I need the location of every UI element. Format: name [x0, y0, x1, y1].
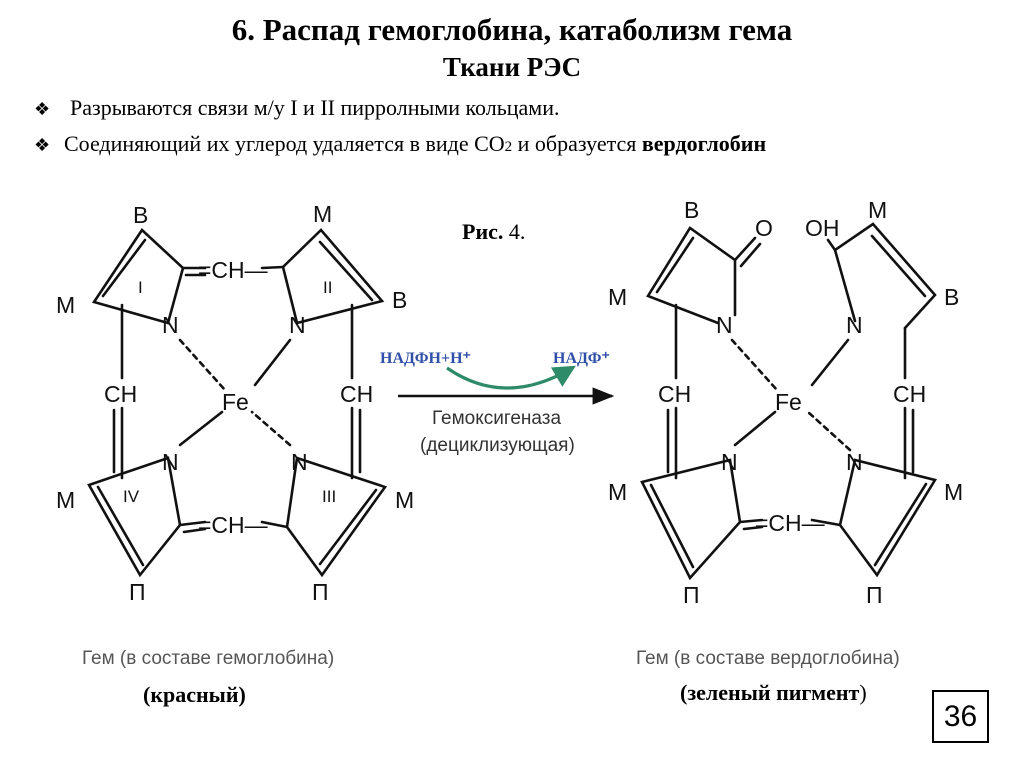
label-fe: Fe	[775, 389, 802, 415]
heme-caption: Гем (в составе гемоглобина)	[82, 648, 335, 669]
label-n4: N	[162, 449, 179, 475]
label-m-left-low: M	[56, 487, 75, 513]
label-b-right: B	[944, 284, 959, 310]
ring-ii-double-bond	[318, 240, 374, 302]
ring-iii	[285, 456, 388, 578]
diamond-bullet-icon: ❖	[34, 99, 51, 119]
verdoheme-caption: Гем (в составе вердоглобина)	[636, 648, 900, 669]
slide-title: 6. Распад гемоглобина, катаболизм гема	[231, 12, 793, 47]
label-p-left: П	[129, 579, 146, 605]
label-m-left: M	[56, 292, 75, 318]
page-number: 36	[932, 690, 989, 743]
verdoheme-color-label: (зеленый пигмент)	[680, 680, 867, 706]
verdoheme-structure	[640, 222, 938, 581]
heme-color-label: (красный)	[143, 682, 246, 707]
curved-arrow	[446, 365, 576, 390]
ring-label-i: I	[138, 278, 143, 297]
bullet-1: ❖ Разрываются связи м/у I и II пирролными…	[34, 95, 560, 121]
label-n2: N	[289, 312, 306, 338]
label-ch-left: CH	[658, 381, 691, 407]
ring-i-double-bond	[101, 238, 147, 298]
cofactor-in: НАДФН+Н⁺	[380, 350, 471, 367]
label-n3: N	[291, 449, 308, 475]
label-ch-bottom: =CH—	[198, 512, 268, 538]
label-ch-bottom: =CH—	[755, 510, 825, 536]
verdoglobin-term: вердоглобин	[641, 131, 767, 156]
label-n1: N	[716, 312, 733, 338]
ring-ii	[281, 228, 385, 325]
ring-iv	[87, 456, 182, 578]
slide-subtitle: Ткани РЭС	[442, 52, 582, 82]
verdoheme-color-paren: )	[859, 680, 867, 705]
reaction-arrow-group: НАДФН+Н⁺ НАДФ⁺ Гемоксигеназа (дециклизую…	[380, 350, 615, 456]
figure-label-text: Рис.	[462, 219, 504, 244]
verdoheme-color-text: (зеленый пигмент	[680, 680, 860, 705]
label-fe: Fe	[222, 389, 249, 415]
label-ch-left: CH	[104, 381, 137, 407]
label-p-right: П	[866, 582, 883, 608]
bullet-1-text: Разрываются связи м/у I и II пирролными …	[70, 95, 560, 120]
figure-label: Рис. 4.	[462, 219, 525, 245]
label-m-right-low: M	[395, 487, 414, 513]
bullet-2-text: Соединяющий их углерод удаляется в виде …	[64, 131, 505, 156]
heme-structure	[87, 228, 388, 578]
bullet-2-mid: и образуется	[512, 131, 642, 156]
verdoheme-labels: B O OH M M B M M П П CH CH =CH— N N N N …	[608, 197, 963, 608]
label-m-right-low: M	[944, 479, 963, 505]
enzyme-name: Гемоксигеназа	[432, 408, 561, 429]
label-n2: N	[846, 312, 863, 338]
ring-iv-double-bond	[96, 485, 145, 567]
label-m-left-low: M	[608, 479, 627, 505]
bullet-2: ❖ Соединяющий их углерод удаляется в виде…	[34, 131, 766, 157]
label-m-top: M	[313, 201, 332, 227]
subscript-2: 2	[504, 139, 513, 155]
label-m-left: M	[608, 284, 627, 310]
ring-label-iv: IV	[123, 487, 140, 506]
label-n3: N	[846, 449, 863, 475]
label-b-right: B	[392, 287, 407, 313]
cofactor-out: НАДФ⁺	[553, 350, 610, 367]
label-p-right: П	[312, 579, 329, 605]
label-p-left: П	[683, 582, 700, 608]
label-b-top: B	[133, 202, 148, 228]
ring-label-ii: II	[323, 278, 332, 297]
label-o: O	[755, 215, 773, 241]
label-ch-right: CH	[340, 381, 373, 407]
ring-i	[91, 228, 185, 325]
heme-labels: B M M B M M П П =CH— CH CH =CH— N N N N …	[56, 201, 414, 605]
label-n1: N	[162, 312, 179, 338]
label-n4: N	[721, 449, 738, 475]
ring-label-iii: III	[322, 487, 336, 506]
enzyme-type: (дециклизующая)	[420, 435, 575, 456]
label-oh: OH	[805, 215, 840, 241]
ring-iii-double-bond	[318, 488, 378, 566]
figure-dot: .	[519, 219, 526, 244]
label-m-top: M	[868, 197, 887, 223]
label-b-top: B	[684, 197, 699, 223]
diamond-bullet-icon: ❖	[34, 135, 51, 155]
label-ch-top: =CH—	[198, 257, 268, 283]
figure-number: 4	[508, 219, 520, 244]
label-ch-right: CH	[893, 381, 926, 407]
